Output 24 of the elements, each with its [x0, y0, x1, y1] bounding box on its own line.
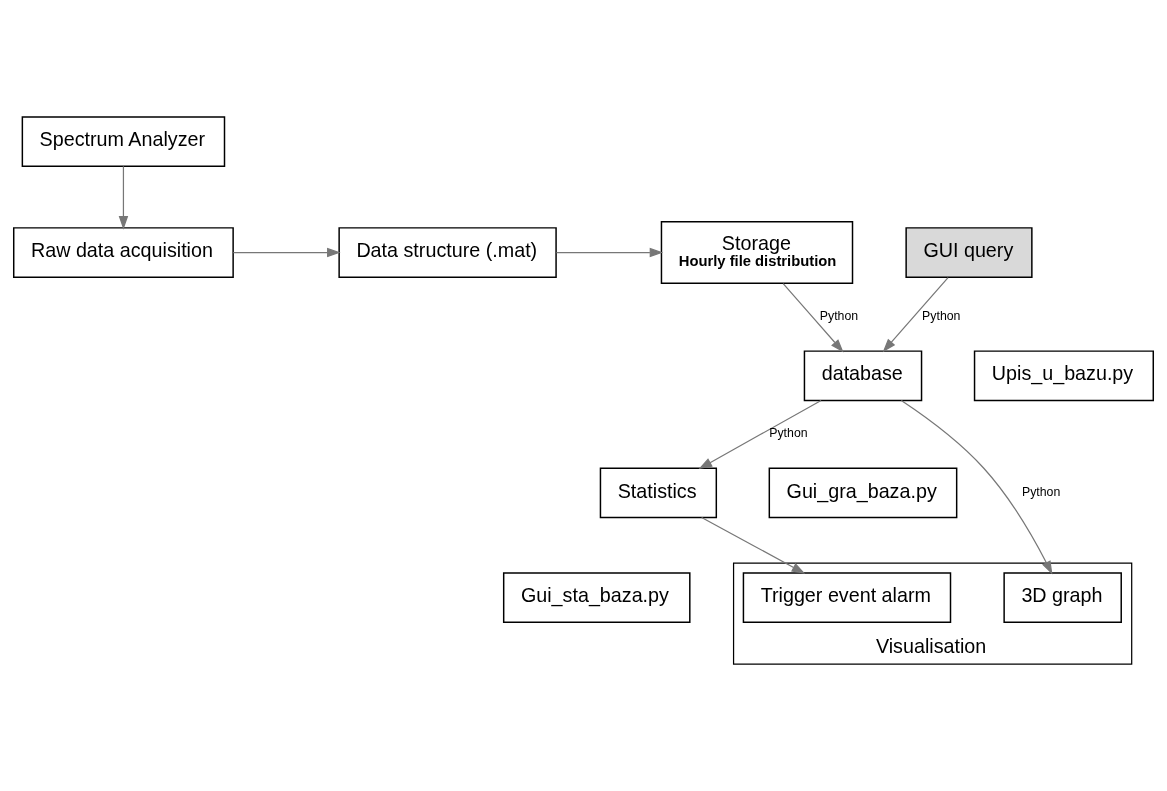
edge-label: Python	[922, 309, 961, 324]
arrow	[782, 283, 844, 353]
node-box: database	[803, 350, 923, 402]
node-box: Gui_sta_baza.py	[502, 572, 691, 624]
arrow	[900, 399, 1053, 575]
node-box: Upis_u_bazu.py	[973, 350, 1154, 402]
arrow	[882, 277, 949, 353]
arrow	[698, 399, 822, 470]
arrow	[555, 247, 664, 258]
node-box: Data structure (.mat)	[338, 227, 557, 278]
node-box: GUI query	[905, 227, 1033, 278]
node-box: Spectrum Analyzer	[21, 116, 226, 167]
arrow	[701, 516, 806, 574]
edge-label: Python	[819, 309, 859, 324]
node-box: Raw data acquisition	[13, 227, 234, 278]
node-box: Storage Hourly file distribution	[660, 220, 854, 285]
arrow	[232, 247, 341, 258]
arrow	[118, 165, 129, 230]
node-box: 3D graph	[1003, 572, 1122, 624]
node-box: Gui_gra_baza.py	[768, 467, 958, 519]
edge-label: Python	[1021, 484, 1061, 499]
node-box: Trigger event alarm	[742, 572, 952, 624]
edge-label: Python	[769, 426, 808, 441]
node-box: Statistics	[599, 467, 718, 519]
